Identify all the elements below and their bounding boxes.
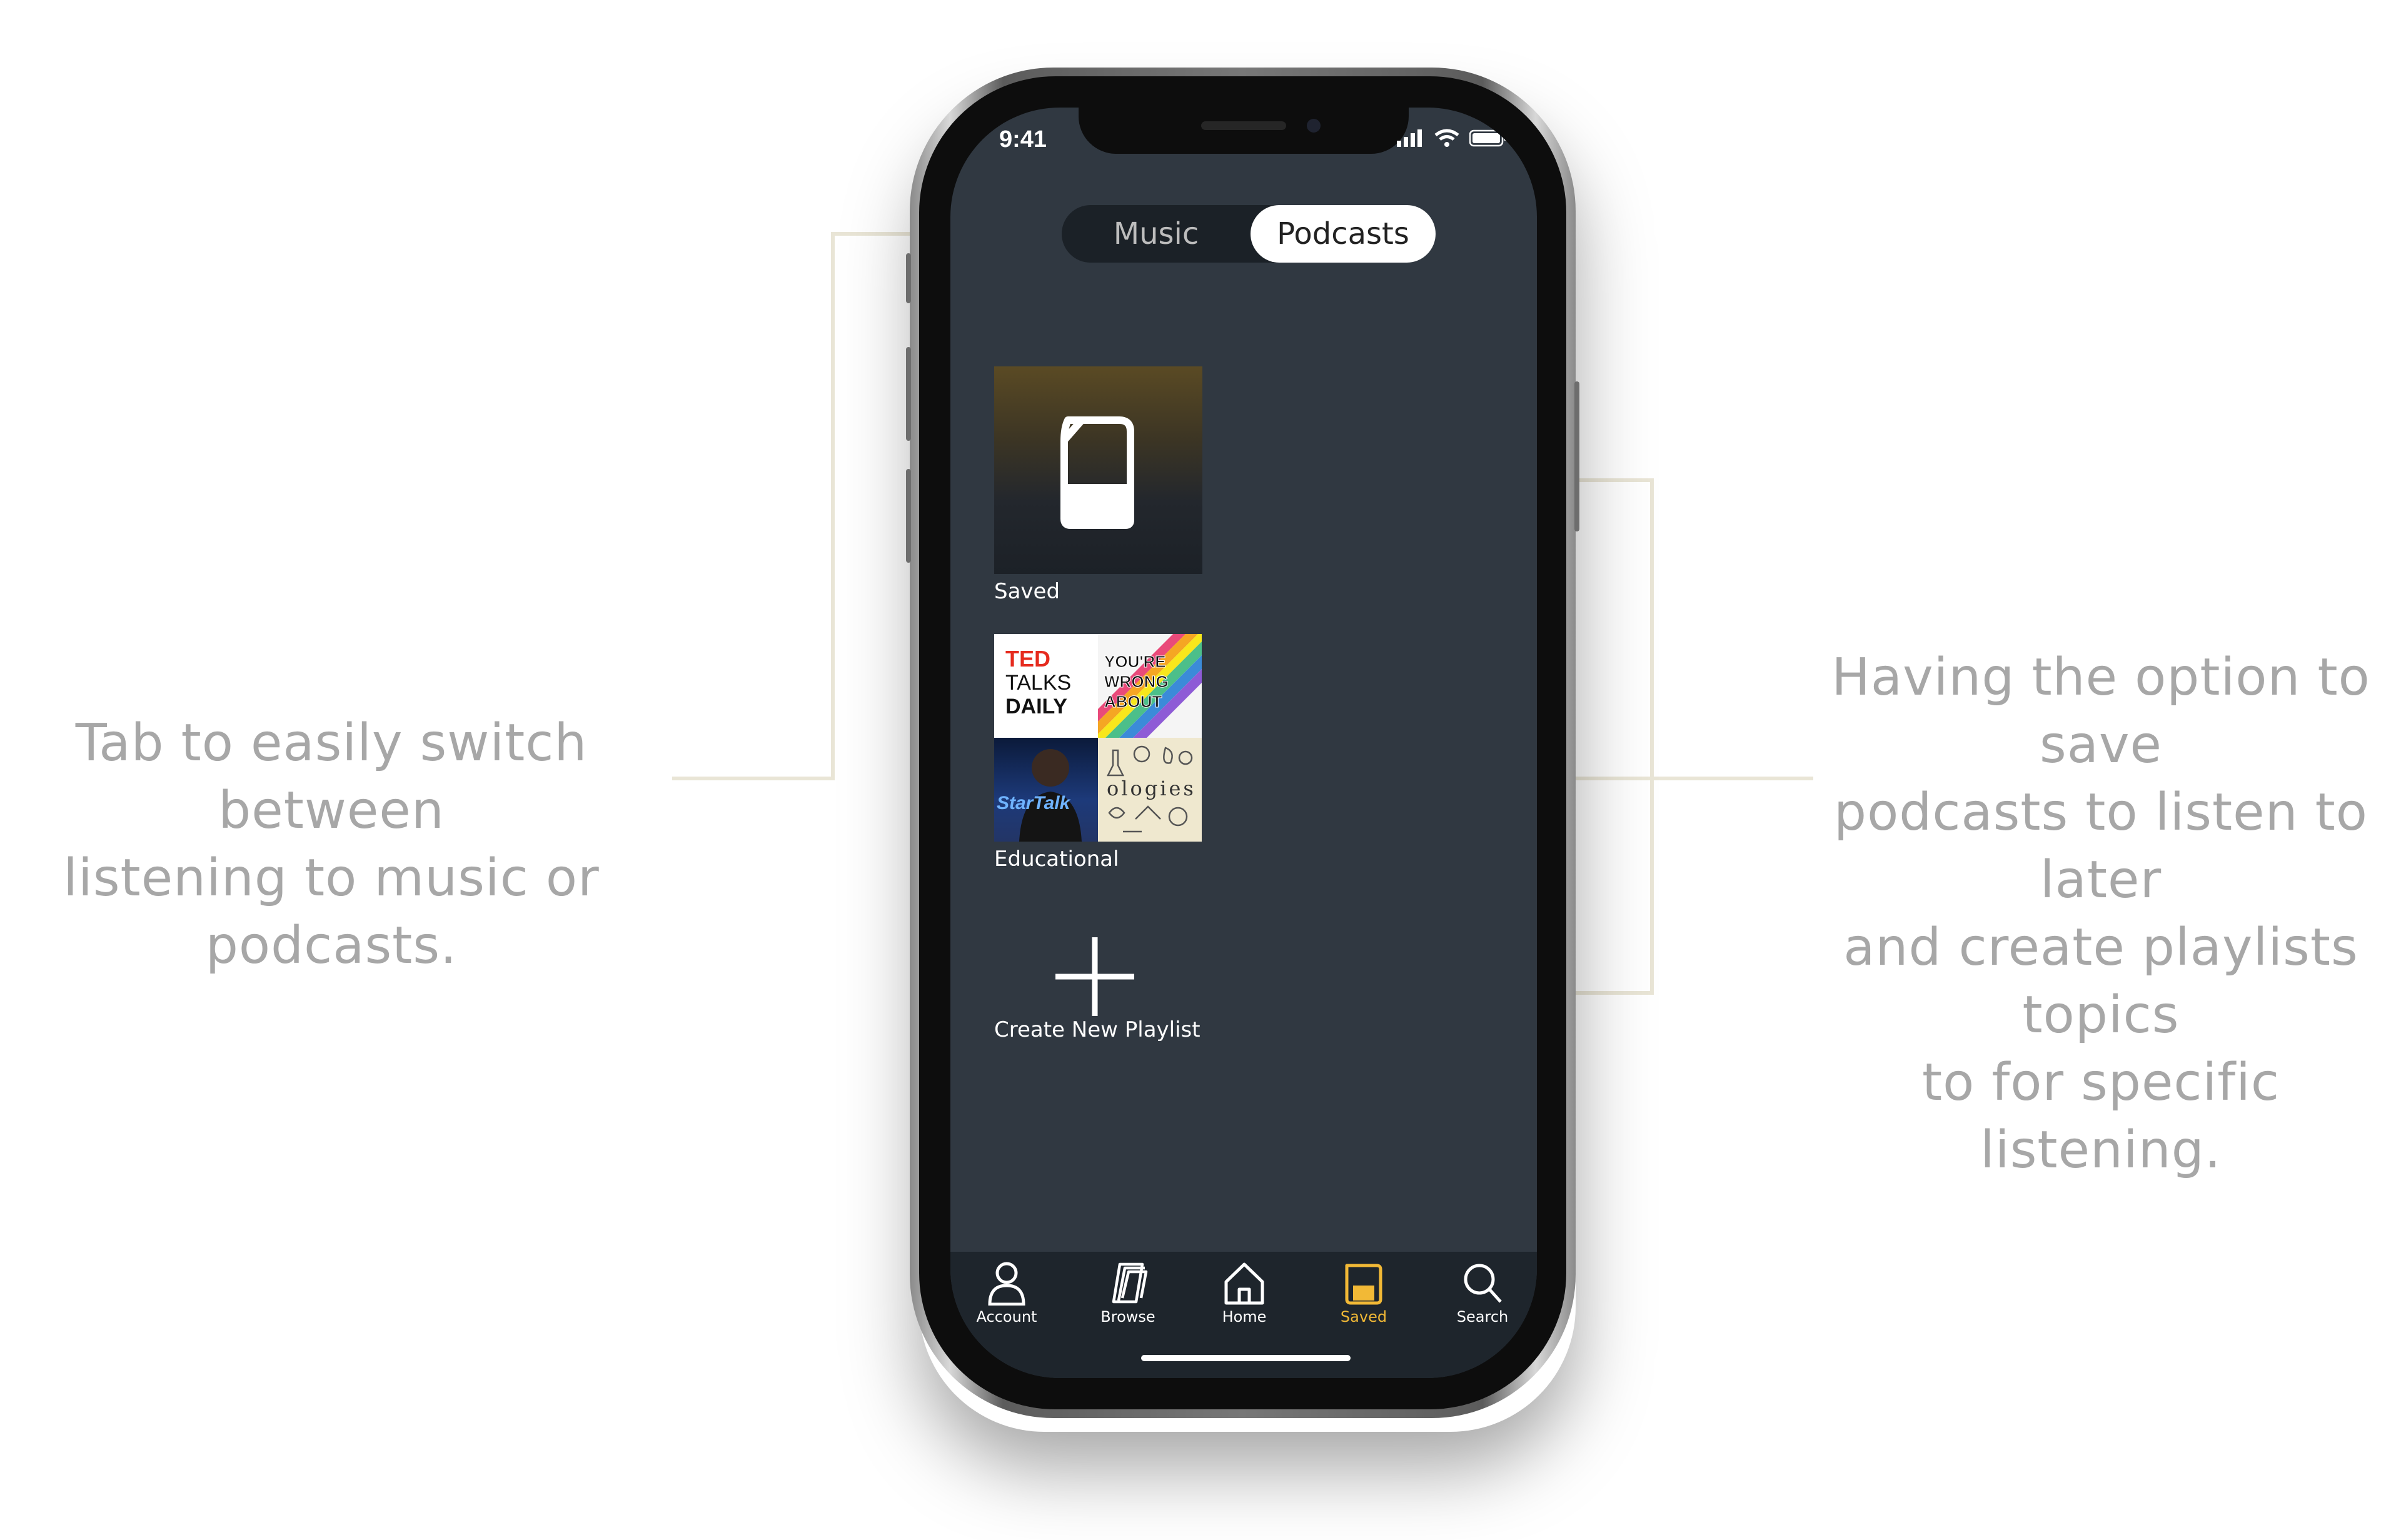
nav-label: Browse [1100, 1308, 1155, 1326]
front-camera [1307, 119, 1321, 133]
annotation-tabs: Tab to easily switch between listening t… [0, 710, 663, 980]
rainbow-stripes [1098, 634, 1202, 738]
annotation-line: listening to music or podcasts. [63, 848, 600, 975]
saved-icon [1345, 1264, 1382, 1305]
ted-talks-daily-cover: TED TALKS DAILY [994, 634, 1098, 738]
magnifier-icon [1464, 1264, 1502, 1303]
person-icon [988, 1262, 1025, 1306]
cover-text: ABOUT [1104, 692, 1162, 712]
phone-screen: 9:41 Music Podcasts Saved [950, 108, 1537, 1378]
annotation-line: and create playlists topics [1843, 918, 2358, 1045]
cover-text: TALKS [1005, 671, 1072, 695]
books-icon [1112, 1262, 1148, 1304]
annotation-line: to for specific listening. [1921, 1053, 2280, 1180]
startalk-cover: StarTalk [994, 738, 1098, 842]
annotation-line: podcasts to listen to later [1834, 783, 2368, 910]
ologies-cover: ologies [1098, 738, 1202, 842]
nav-search[interactable]: Search [1442, 1261, 1523, 1326]
annotation-line: Having the option to save [1831, 648, 2370, 775]
nav-browse[interactable]: Browse [1087, 1261, 1169, 1326]
educational-playlist-tile[interactable]: TED TALKS DAILY YOU'RE WRONG ABOUT StarT… [994, 634, 1202, 842]
volume-down-button [906, 469, 911, 563]
cover-text: TED [1005, 646, 1050, 672]
nav-label: Account [976, 1308, 1037, 1326]
nav-label: Home [1222, 1308, 1267, 1326]
create-new-playlist-button[interactable]: Create New Playlist [994, 1017, 1200, 1042]
media-type-tabs: Music Podcasts [1062, 205, 1436, 263]
mute-switch [906, 253, 911, 303]
educational-label: Educational [994, 847, 1119, 872]
youre-wrong-about-cover: YOU'RE WRONG ABOUT [1098, 634, 1202, 738]
nav-label: Saved [1340, 1308, 1387, 1326]
plus-icon[interactable] [1054, 936, 1135, 1017]
host-silhouette [1019, 749, 1082, 842]
home-icon [1224, 1262, 1264, 1305]
saved-label: Saved [994, 579, 1060, 604]
nav-home[interactable]: Home [1204, 1261, 1285, 1326]
nav-saved[interactable]: Saved [1323, 1261, 1404, 1326]
cover-text: StarTalk [997, 793, 1070, 813]
annotation-line: Tab to easily switch between [75, 713, 588, 840]
cover-text: DAILY [1005, 695, 1067, 718]
nav-account[interactable]: Account [966, 1261, 1047, 1326]
speaker-grille [1201, 121, 1286, 130]
saved-icon [1060, 416, 1134, 529]
signal-icon [1397, 129, 1422, 147]
volume-up-button [906, 347, 911, 441]
saved-playlist-tile[interactable] [994, 366, 1202, 574]
cover-text: ologies [1107, 777, 1196, 800]
status-icons [1397, 129, 1507, 148]
tab-podcasts[interactable]: Podcasts [1251, 205, 1436, 263]
status-time: 9:41 [999, 126, 1047, 153]
notch [1079, 108, 1409, 154]
doodle-icons [1106, 745, 1193, 833]
cover-text: YOU'RE [1104, 652, 1167, 672]
nav-label: Search [1456, 1308, 1509, 1326]
power-button [1574, 381, 1579, 531]
tab-music[interactable]: Music [1113, 216, 1199, 251]
home-indicator[interactable] [1141, 1355, 1351, 1361]
battery-icon [1469, 129, 1506, 147]
annotation-saving: Having the option to save podcasts to li… [1801, 644, 2401, 1184]
cover-text: WRONG [1104, 672, 1169, 692]
wifi-icon [1434, 129, 1459, 147]
